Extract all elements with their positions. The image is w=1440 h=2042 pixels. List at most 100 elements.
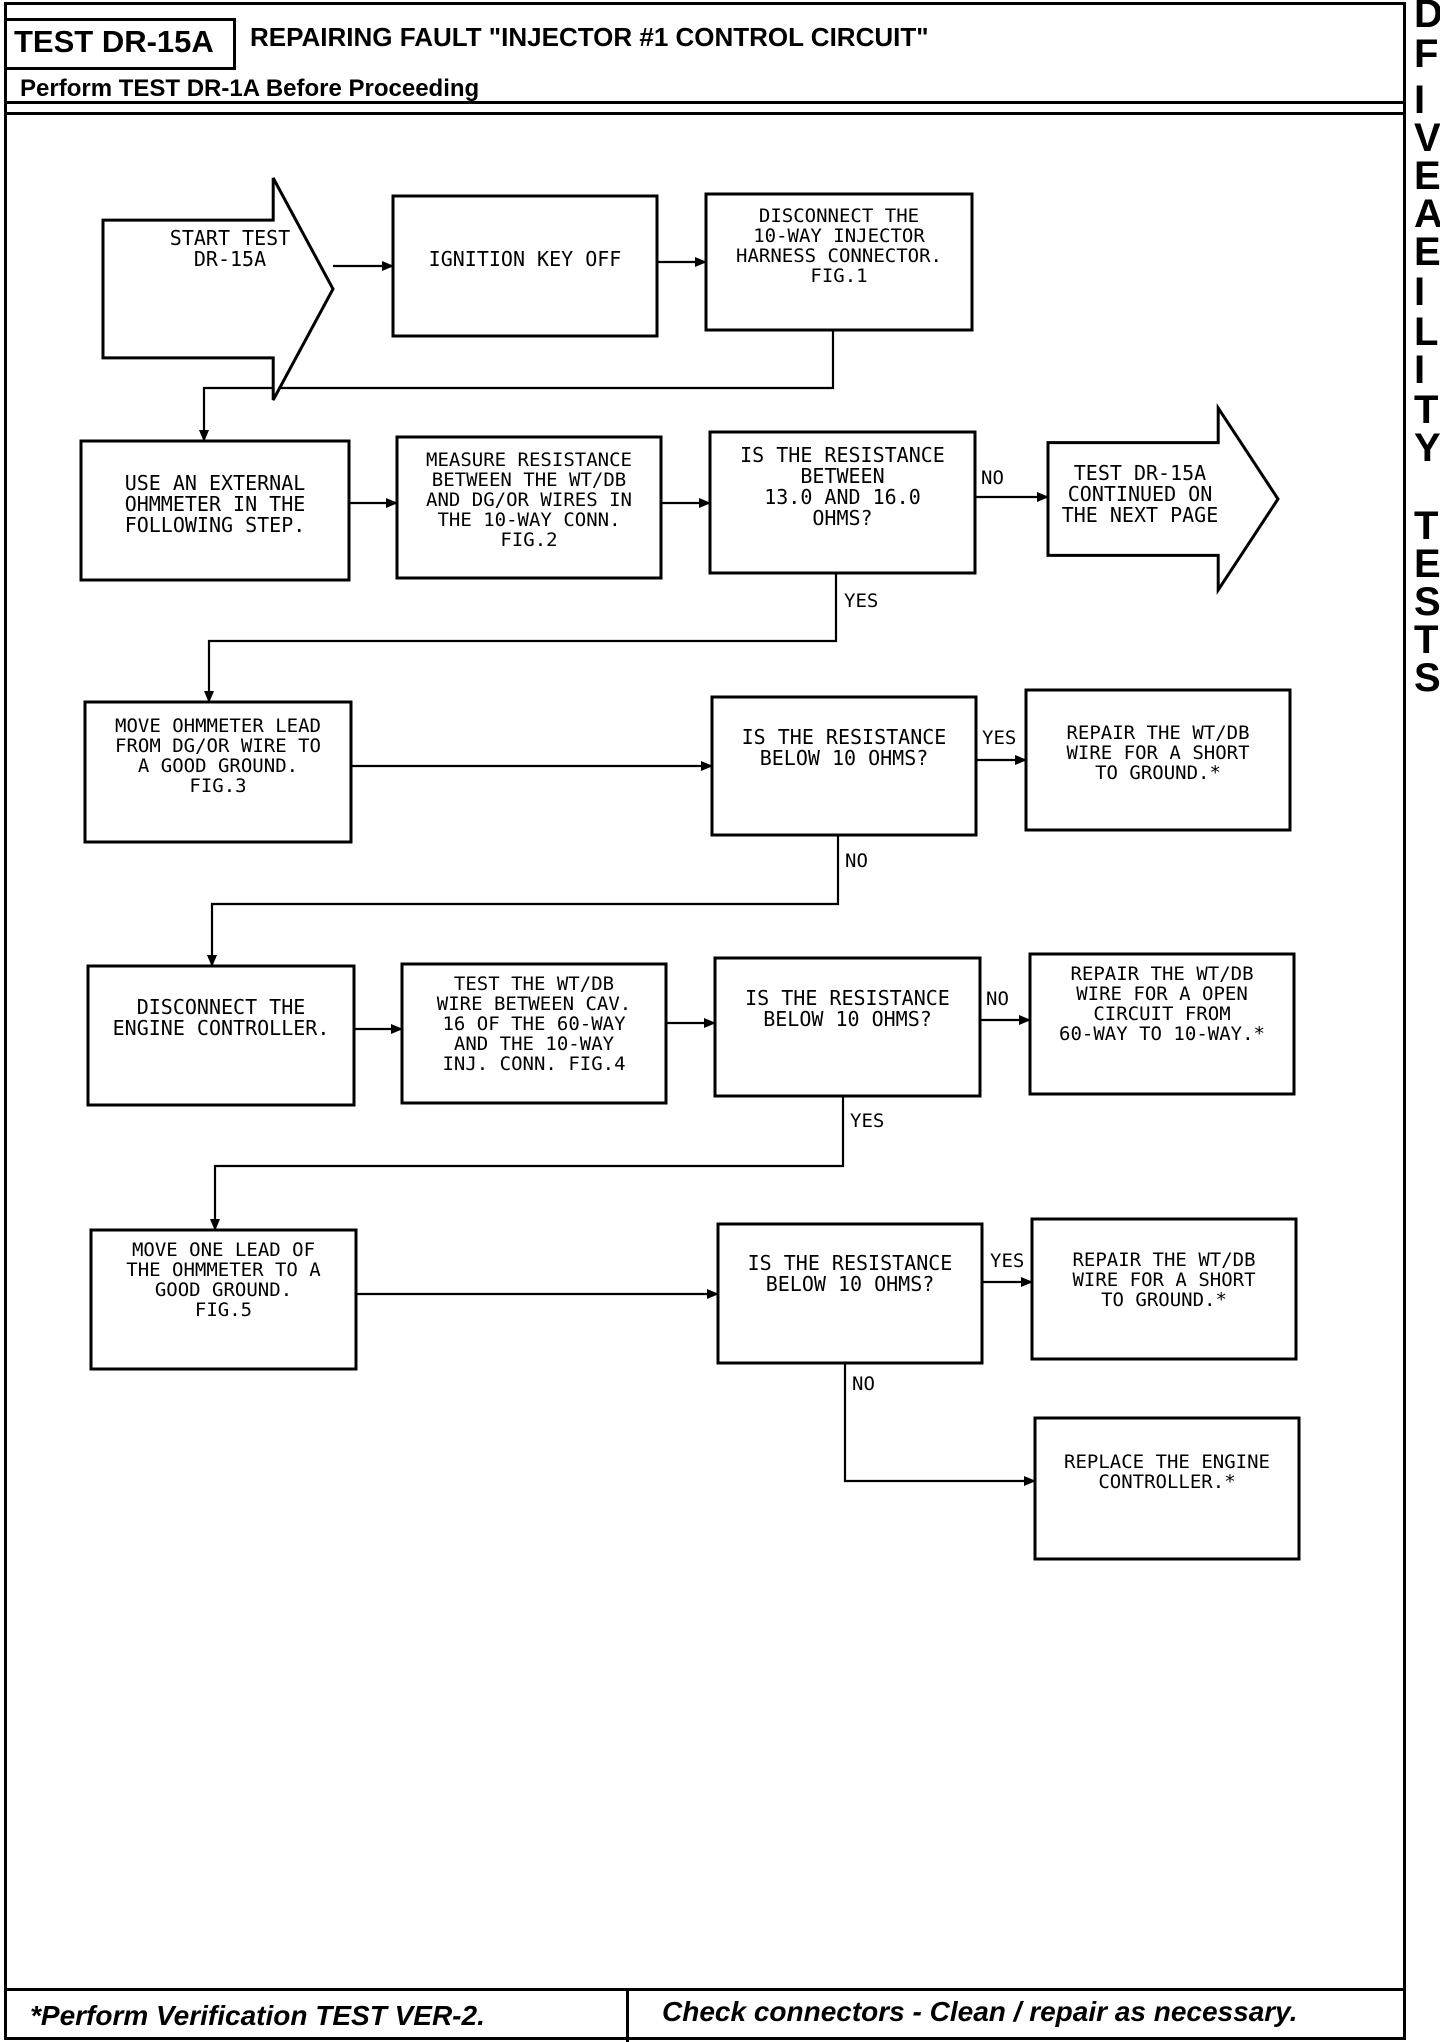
decision-1-text-line: 13.0 AND 16.0 bbox=[764, 485, 921, 509]
box-shape bbox=[1024, 688, 1292, 832]
decision-3-text-line: IS THE RESISTANCE bbox=[745, 986, 950, 1010]
arrow-shape bbox=[1046, 402, 1280, 596]
use-ohmmeter-text-line: USE AN EXTERNAL bbox=[125, 471, 306, 495]
disconnect-injector-text-line: FIG.1 bbox=[810, 265, 867, 287]
connector-decision3-yes bbox=[210, 1096, 845, 1231]
repair-open-text-line: CIRCUIT FROM bbox=[1093, 1003, 1230, 1025]
continued-text-line: TEST DR-15A bbox=[1074, 461, 1206, 485]
decision-1-text-line: IS THE RESISTANCE bbox=[740, 443, 945, 467]
side-letter: E bbox=[1414, 230, 1440, 274]
side-letter: F bbox=[1414, 32, 1439, 76]
side-letter: I bbox=[1414, 78, 1426, 122]
decision-1-text-line: BETWEEN bbox=[800, 464, 884, 488]
side-letter: E bbox=[1414, 542, 1440, 586]
node-ignition-off: IGNITION KEY OFF bbox=[391, 194, 659, 338]
test-id: TEST DR-15A bbox=[14, 24, 214, 59]
branch-label-d3-no: NO bbox=[986, 988, 1009, 1010]
test-wire-text-line: TEST THE WT/DB bbox=[454, 973, 614, 995]
branch-label-d1-yes: YES bbox=[844, 590, 878, 612]
ignition-off-text-line: IGNITION KEY OFF bbox=[429, 247, 622, 271]
continued-text-line: THE NEXT PAGE bbox=[1062, 503, 1219, 527]
box-shape bbox=[1033, 1416, 1301, 1561]
side-letter: A bbox=[1414, 192, 1440, 236]
header-divider bbox=[4, 101, 1406, 104]
decision-2-text-line: IS THE RESISTANCE bbox=[742, 725, 947, 749]
side-letter: V bbox=[1414, 116, 1440, 160]
measure-resistance-text-line: THE 10-WAY CONN. bbox=[437, 509, 620, 531]
decision-4-text-line: BELOW 10 OHMS? bbox=[766, 1272, 935, 1296]
decision-1-text-line: OHMS? bbox=[812, 506, 872, 530]
test-id-box bbox=[4, 18, 236, 70]
move-lead-ground-text-line: FROM DG/OR WIRE TO bbox=[115, 735, 321, 757]
connector-lines bbox=[199, 257, 1049, 1486]
repair-short-2-text-line: TO GROUND.* bbox=[1101, 1289, 1227, 1311]
repair-short-2-text-line: REPAIR THE WT/DB bbox=[1072, 1249, 1255, 1271]
repair-short-1-text-line: WIRE FOR A SHORT bbox=[1066, 742, 1249, 764]
page-title: REPAIRING FAULT "INJECTOR #1 CONTROL CIR… bbox=[250, 22, 929, 52]
repair-short-1-text-line: TO GROUND.* bbox=[1095, 762, 1221, 784]
box-shape bbox=[716, 1222, 984, 1365]
repair-open-text-line: REPAIR THE WT/DB bbox=[1070, 963, 1253, 985]
move-lead-ground-text-line: A GOOD GROUND. bbox=[138, 755, 298, 777]
move-lead-ground-text-line: FIG.3 bbox=[189, 775, 246, 797]
box-shape bbox=[400, 962, 668, 1105]
branch-label-d4-yes: YES bbox=[990, 1250, 1024, 1272]
start-text-line: START TEST bbox=[170, 226, 290, 250]
box-shape bbox=[708, 430, 977, 575]
box-shape bbox=[1030, 1217, 1298, 1361]
side-letter: S bbox=[1414, 580, 1440, 624]
disconnect-controller-text-line: DISCONNECT THE bbox=[137, 995, 306, 1019]
repair-open-text-line: WIRE FOR A OPEN bbox=[1076, 983, 1248, 1005]
connector-decision2-no bbox=[207, 835, 840, 967]
measure-resistance-text-line: FIG.2 bbox=[500, 529, 557, 551]
measure-resistance-text-line: AND DG/OR WIRES IN bbox=[426, 489, 632, 511]
side-letter: Y bbox=[1414, 426, 1440, 470]
connector-disconnect-to-use bbox=[199, 330, 835, 442]
disconnect-injector-text-line: HARNESS CONNECTOR. bbox=[736, 245, 942, 267]
continued-text-line: CONTINUED ON bbox=[1068, 482, 1213, 506]
decision-2-text-line: BELOW 10 OHMS? bbox=[760, 746, 929, 770]
box-shape bbox=[1028, 952, 1296, 1096]
box-shape bbox=[89, 1228, 358, 1371]
footer-check-connectors: Check connectors - Clean / repair as nec… bbox=[662, 1996, 1298, 2027]
side-letter: T bbox=[1414, 618, 1439, 662]
box-shape bbox=[83, 700, 353, 844]
box-shape bbox=[86, 964, 356, 1107]
use-ohmmeter-text-line: OHMMETER IN THE bbox=[125, 492, 306, 516]
box-shape bbox=[391, 194, 659, 338]
replace-controller-text-line: REPLACE THE ENGINE bbox=[1064, 1451, 1270, 1473]
move-lead-ground-text-line: MOVE OHMMETER LEAD bbox=[115, 715, 321, 737]
move-one-lead-text-line: GOOD GROUND. bbox=[155, 1279, 292, 1301]
move-one-lead-text-line: MOVE ONE LEAD OF bbox=[132, 1239, 315, 1261]
branch-label-d3-yes: YES bbox=[850, 1110, 884, 1132]
